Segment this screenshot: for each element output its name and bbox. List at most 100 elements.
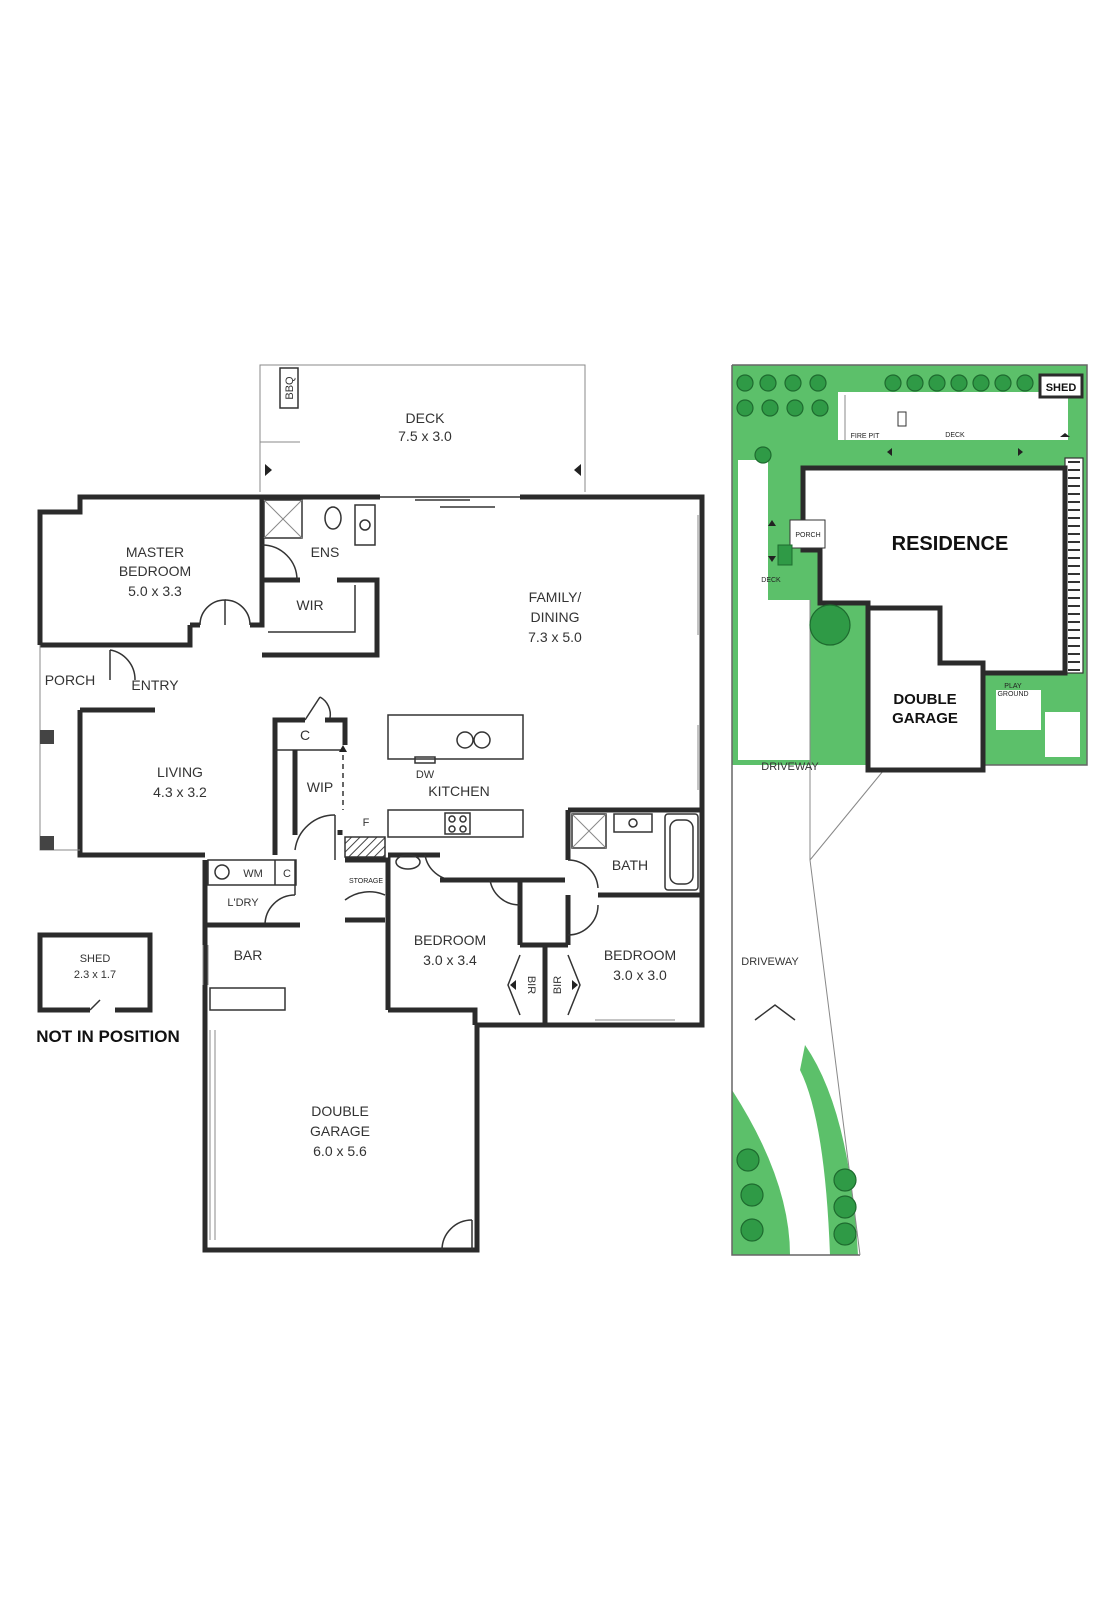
laundry-room: WM C L'DRY (202, 859, 300, 928)
wip-label: WIP (307, 779, 333, 795)
tree-14 (994, 374, 1012, 392)
f-label: F (363, 817, 370, 829)
c-lower-label: C (283, 868, 291, 880)
play-label-line2: GROUND (997, 691, 1028, 698)
site-porch-label: PORCH (795, 532, 820, 539)
porch-area: PORCH (39, 645, 96, 851)
tree-7 (786, 399, 804, 417)
lawn-lower-left (732, 1090, 790, 1255)
family-dining-label-line1: FAMILY/ (529, 589, 582, 605)
family-dining-size: 7.3 x 5.0 (528, 629, 582, 645)
not-in-position-note: NOT IN POSITION (36, 1027, 180, 1046)
porch-label: PORCH (45, 672, 96, 688)
tree-22 (833, 1195, 857, 1219)
play-label-line1: PLAY (1004, 683, 1022, 690)
living-size: 4.3 x 3.2 (153, 784, 207, 800)
tree-20 (740, 1218, 764, 1242)
residence-label: RESIDENCE (892, 533, 1009, 555)
site-garage-label-line2: GARAGE (892, 710, 958, 727)
shed-label: SHED (80, 953, 111, 965)
tree-11 (928, 374, 946, 392)
tree-17 (809, 604, 851, 646)
bir-closets: BIR BIR (507, 942, 581, 1025)
wm-label: WM (243, 868, 263, 880)
deck-step-arrow-right (574, 464, 581, 476)
bedroom-b-label: BEDROOM (604, 947, 676, 963)
wip-room: WIP (292, 745, 347, 860)
kitchen-island (387, 714, 524, 760)
fire-pit-label: FIRE PIT (851, 433, 881, 440)
deck-label: DECK (406, 410, 446, 426)
garage-label-line2: GARAGE (310, 1123, 370, 1139)
family-dining-room: FAMILY/ DINING 7.3 x 5.0 (528, 515, 699, 790)
driveway-label-upper: DRIVEWAY (761, 761, 819, 773)
tree-19 (740, 1183, 764, 1207)
bedroom-a-label: BEDROOM (414, 932, 486, 948)
bedroom-b-room: BEDROOM 3.0 x 3.0 (565, 892, 702, 1021)
tree-2 (759, 374, 777, 392)
tree-4 (809, 374, 827, 392)
shed-size: 2.3 x 1.7 (74, 969, 116, 981)
site-deck-area: FIRE PIT DECK PORCH DECK (761, 395, 1070, 584)
bbq-unit (279, 367, 299, 409)
bedroom-b-size: 3.0 x 3.0 (613, 967, 667, 983)
dw-label: DW (416, 769, 435, 781)
tree-8 (811, 399, 829, 417)
right-fence (1068, 461, 1080, 671)
site-deck-top-label: DECK (945, 432, 965, 439)
driveway-area: DRIVEWAY DRIVEWAY (741, 600, 889, 1256)
tree-6 (761, 399, 779, 417)
deck-size: 7.5 x 3.0 (398, 428, 452, 444)
tree-5 (736, 399, 754, 417)
tree-18 (736, 1148, 760, 1172)
garage-label-line1: DOUBLE (311, 1103, 369, 1119)
bath-room: BATH (565, 807, 702, 891)
deck-step-arrow-left (265, 464, 272, 476)
storage-label: STORAGE (349, 878, 383, 885)
c-upper-label: C (300, 727, 310, 743)
ldry-label: L'DRY (227, 897, 259, 909)
storage-room: STORAGE (344, 852, 565, 1010)
driveway-label-lower: DRIVEWAY (741, 956, 799, 968)
tree-15 (1016, 374, 1034, 392)
ens-label: ENS (311, 544, 340, 560)
tree-10 (906, 374, 924, 392)
living-room: LIVING 4.3 x 3.2 C (153, 696, 348, 855)
site-deck-left-label: DECK (761, 577, 781, 584)
family-dining-label-line2: DINING (531, 609, 580, 625)
tree-9 (884, 374, 902, 392)
entry-area: ENTRY (109, 649, 179, 693)
master-bedroom-label-line2: BEDROOM (119, 563, 191, 579)
paved-areas (738, 392, 1084, 760)
wir-label: WIR (296, 597, 323, 613)
kitchen-bench (387, 809, 524, 838)
tree-1 (736, 374, 754, 392)
living-label: LIVING (157, 764, 203, 780)
site-plan: DRIVEWAY DRIVEWAY RESIDENCE DOUBLE GARAG… (731, 364, 1088, 1256)
floor-plan: BBQ DECK 7.5 x 3.0 PORCH (36, 364, 705, 1253)
site-shed-building: SHED (1038, 373, 1084, 399)
site-shed-label: SHED (1046, 382, 1077, 394)
garage-room: DOUBLE GARAGE 6.0 x 5.6 (209, 1030, 473, 1251)
ensuite-room: ENS WIR (261, 499, 380, 658)
bar-area: BAR (202, 945, 286, 1011)
tree-16 (754, 446, 772, 464)
garage-size: 6.0 x 5.6 (313, 1143, 367, 1159)
bir-b-label: BIR (552, 976, 564, 994)
tree-12 (950, 374, 968, 392)
shed-building: SHED 2.3 x 1.7 NOT IN POSITION (36, 932, 180, 1046)
kitchen-area: DW KITCHEN F (344, 714, 524, 858)
bath-label: BATH (612, 857, 648, 873)
bedroom-a-room: BEDROOM 3.0 x 3.4 (388, 879, 523, 1025)
bbq-label: BBQ (284, 376, 296, 400)
master-bedroom-label-line1: MASTER (126, 544, 184, 560)
deck-area: BBQ DECK 7.5 x 3.0 (259, 364, 586, 492)
exterior-walls (37, 494, 705, 1253)
kitchen-label: KITCHEN (428, 783, 489, 799)
tree-21 (833, 1168, 857, 1192)
master-bedroom-size: 5.0 x 3.3 (128, 583, 182, 599)
play-ground-area: PLAY GROUND (997, 683, 1028, 698)
tree-13 (972, 374, 990, 392)
site-garage-building: DOUBLE GARAGE (865, 605, 986, 773)
bar-label: BAR (234, 947, 263, 963)
